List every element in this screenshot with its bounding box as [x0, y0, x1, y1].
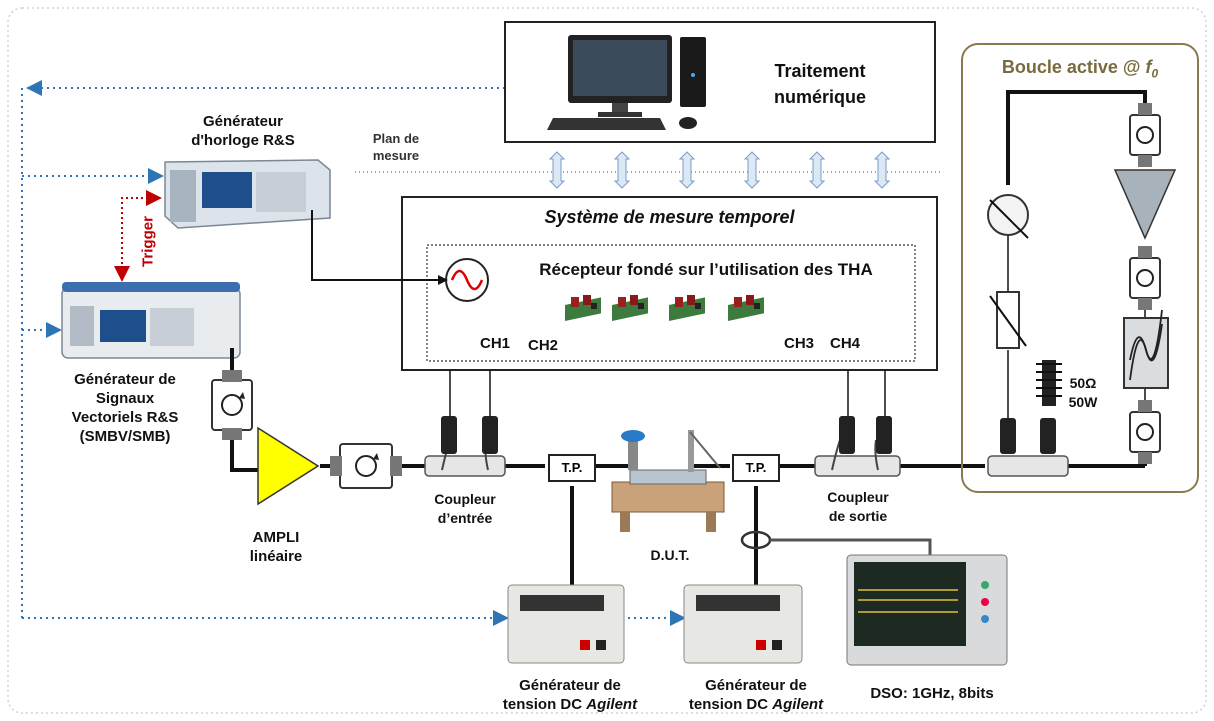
input-coupler-label: Coupleur d’entrée	[425, 490, 505, 528]
vector-generator-instrument	[61, 282, 241, 359]
processing-title: Traitement numérique	[740, 58, 900, 110]
active-loop-var: f	[1145, 57, 1152, 77]
amplifier-icon	[257, 426, 320, 506]
amplifier-label: AMPLI linéaire	[236, 528, 316, 566]
isolator-icon	[330, 443, 402, 489]
active-loop-frame	[961, 43, 1199, 493]
clock-generator-instrument	[164, 159, 331, 229]
rf-main-path	[230, 348, 1145, 585]
clock-signal-line	[311, 210, 446, 281]
channel-cables	[449, 370, 886, 420]
isolator-icon	[211, 370, 253, 440]
clock-gen-line2: d'horloge R&S	[191, 132, 295, 149]
current-probe	[740, 530, 932, 556]
test-point-output: T.P.	[732, 454, 780, 482]
system-title: Système de mesure temporel	[544, 207, 795, 227]
dut-label: D.U.T.	[650, 547, 690, 563]
channel-label-ch2: CH2	[527, 337, 558, 354]
dc-supply-label-2: Générateur de tension DC Agilent	[676, 676, 836, 714]
active-loop-title: Boucle active @ f0	[968, 58, 1192, 84]
sine-source-icon	[445, 258, 489, 302]
load-line2: 50W	[1068, 394, 1098, 410]
dc-supply-1-line1: Générateur de	[519, 677, 621, 694]
phase-shifter-icon	[987, 194, 1029, 239]
vector-gen-line4: (SMBV/SMB)	[79, 428, 171, 445]
dc-supply-2-line1: Générateur de	[705, 677, 807, 694]
test-point-input: T.P.	[548, 454, 596, 482]
vector-gen-line1: Générateur de	[74, 371, 176, 388]
outer-frame	[7, 7, 1207, 714]
load-line1: 50Ω	[1069, 375, 1097, 391]
measurement-system-box	[401, 196, 938, 371]
clock-gen-line1: Générateur	[202, 113, 284, 130]
channel-label-ch1: CH1	[479, 335, 510, 352]
trigger-label: Trigger	[139, 216, 157, 267]
clock-generator-label: Générateur d'horloge R&S	[168, 112, 318, 150]
ampli-line1: AMPLI	[252, 529, 300, 546]
active-loop-sub: 0	[1151, 66, 1159, 81]
coupler-in-line1: Coupleur	[434, 491, 496, 507]
control-links	[21, 80, 686, 626]
coupler-out-line1: Coupleur	[827, 489, 889, 505]
coupler-out-line2: de sortie	[828, 508, 888, 524]
channel-label-ch4: CH4	[829, 335, 860, 352]
measurement-plane-label: Plan de mesure	[360, 130, 432, 164]
processing-title-line1: Traitement	[774, 61, 866, 81]
coupler-in-line2: d’entrée	[437, 510, 493, 526]
dso-label: DSO: 1GHz, 8bits	[870, 685, 994, 702]
load-label: 50Ω 50W	[1062, 374, 1104, 412]
computer-icon	[547, 35, 706, 130]
vector-generator-label: Générateur de Signaux Vectoriels R&S (SM…	[50, 370, 200, 446]
loop-isolator-icon	[1129, 400, 1161, 464]
tha-boards	[565, 295, 764, 321]
processing-title-line2: numérique	[773, 87, 866, 107]
output-coupler-label: Coupleur de sortie	[818, 488, 898, 526]
dut-probe-station	[611, 430, 725, 532]
dc-supply-2-brand: Agilent	[772, 696, 824, 713]
dc-supply-instrument	[507, 584, 625, 664]
dc-supply-1-brand: Agilent	[586, 696, 638, 713]
vector-gen-line2: Signaux	[95, 390, 155, 407]
oscilloscope-instrument	[846, 554, 1008, 666]
variable-attenuator-icon	[989, 291, 1027, 349]
dc-supply-2-line2: tension DC	[688, 696, 773, 713]
loop-isolator-icon	[1129, 103, 1161, 167]
vector-gen-line3: Vectoriels R&S	[71, 409, 179, 426]
receiver-label: Récepteur fondé sur l’utilisation des TH…	[539, 260, 873, 279]
load-resistor-icon	[1036, 360, 1062, 406]
data-transfer-arrows	[548, 151, 891, 189]
active-loop-text: Boucle active @	[1001, 57, 1146, 77]
plan-line1: Plan de	[372, 131, 420, 146]
dc-supply-instrument	[683, 584, 803, 664]
dc-supply-label-1: Générateur de tension DC Agilent	[490, 676, 650, 714]
loop-coupler-icon	[987, 418, 1069, 477]
receiver-box	[426, 244, 916, 362]
input-coupler-icon	[424, 416, 506, 477]
channel-label-ch3: CH3	[783, 335, 814, 352]
ampli-line2: linéaire	[249, 548, 303, 565]
dc-supply-1-line2: tension DC	[502, 696, 587, 713]
output-coupler-icon	[814, 416, 901, 477]
loop-amplifier-icon	[1113, 169, 1177, 240]
bandpass-filter-icon	[1123, 309, 1169, 389]
plan-line2: mesure	[372, 148, 420, 163]
loop-isolator-icon	[1129, 246, 1161, 310]
